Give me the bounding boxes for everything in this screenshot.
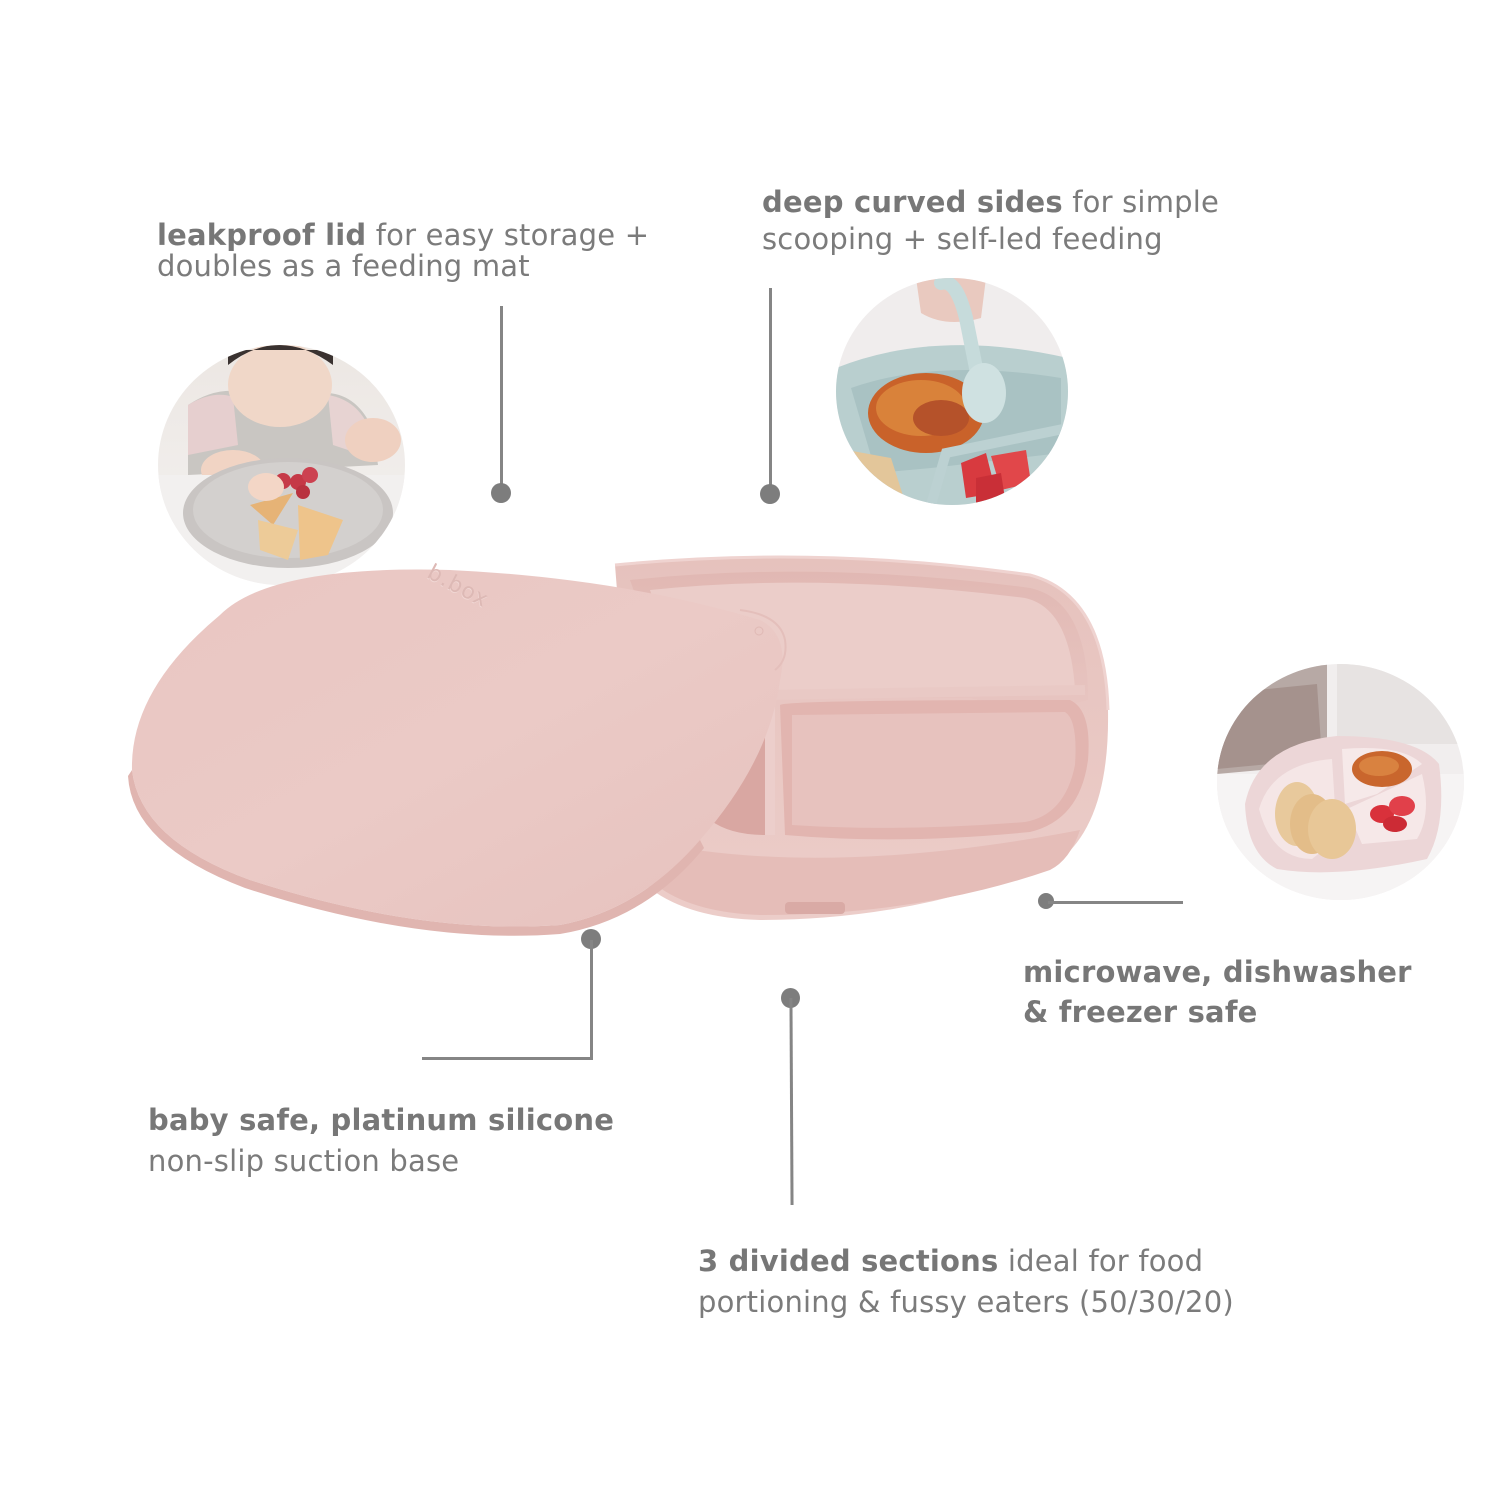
connector-dot-lid xyxy=(491,483,511,503)
caption-text: scooping + self-led feeding xyxy=(762,222,1163,256)
caption-text: portioning & fussy eaters (50/30/20) xyxy=(698,1285,1234,1319)
photo-pink-plate-food xyxy=(1217,664,1464,900)
connector-line-curved-sides xyxy=(769,288,772,493)
caption-bold: deep curved sides xyxy=(762,185,1063,219)
connector-dot-curved-sides xyxy=(760,484,780,504)
caption-divided-sections: 3 divided sections ideal for food portio… xyxy=(698,1241,1234,1323)
caption-text: non-slip suction base xyxy=(148,1144,460,1178)
caption-bold: baby safe, platinum silicone xyxy=(148,1103,615,1137)
photo-baby-eating xyxy=(158,345,405,585)
caption-microwave-safe: microwave, dishwasher & freezer safe xyxy=(1023,952,1412,1032)
caption-platinum-silicone: baby safe, platinum silicone non-slip su… xyxy=(148,1100,614,1182)
caption-bold: 3 divided sections xyxy=(698,1244,999,1278)
caption-deep-curved-sides: deep curved sides for simple scooping + … xyxy=(762,186,1219,256)
connector-line-sections xyxy=(789,997,794,1206)
caption-leakproof-lid: leakproof lid for easy storage + doubles… xyxy=(157,219,649,283)
caption-bold: & freezer safe xyxy=(1023,995,1258,1029)
caption-bold: microwave, dishwasher xyxy=(1023,955,1412,989)
connector-line-microwave xyxy=(1048,901,1183,904)
caption-text: for simple xyxy=(1062,185,1220,219)
connector-line-lid xyxy=(500,306,503,493)
photo-spoon-scooping xyxy=(836,278,1068,505)
caption-text: for easy storage + xyxy=(366,218,650,252)
caption-bold: leakproof lid xyxy=(157,218,367,252)
suction-base-tab xyxy=(785,902,845,914)
connector-line-silicone-horizontal xyxy=(422,1057,593,1060)
caption-text: ideal for food xyxy=(998,1244,1204,1278)
connector-dot-silicone xyxy=(581,929,601,949)
connector-line-silicone-vertical xyxy=(590,940,593,1060)
lid xyxy=(131,569,783,927)
caption-text: doubles as a feeding mat xyxy=(157,249,530,283)
connector-dot-microwave xyxy=(1038,893,1054,909)
product-divided-plate-with-lid: b.box xyxy=(120,540,1120,940)
